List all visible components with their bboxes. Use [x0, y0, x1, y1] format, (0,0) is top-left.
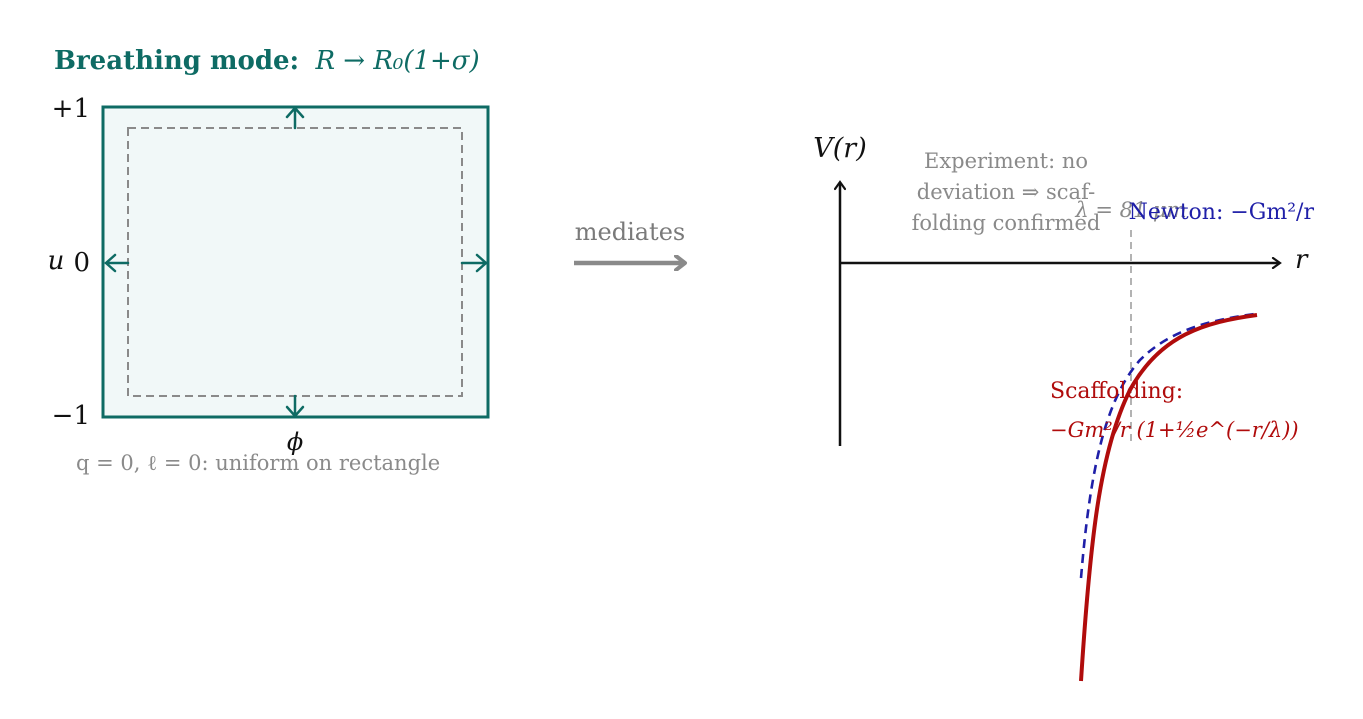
v-axis-label: V(r) — [813, 133, 866, 164]
arrow-left-icon — [104, 253, 130, 273]
phi-axis-label: ϕ — [287, 428, 303, 456]
left-panel-caption: q = 0, ℓ = 0: uniform on rectangle — [76, 451, 440, 475]
arrow-down-icon — [285, 394, 305, 418]
u-axis-label: u — [48, 246, 65, 276]
scaffolding-label: Scaffolding: — [1050, 379, 1183, 404]
mediates-label: mediates — [575, 218, 685, 246]
breathing-arrows — [104, 106, 488, 418]
arrow-right-icon — [460, 253, 488, 273]
arrow-up-icon — [285, 106, 305, 130]
r-axis-label: r — [1295, 245, 1309, 275]
experiment-note-line-3: folding confirmed — [912, 211, 1101, 235]
experiment-note-line-1: Experiment: no — [924, 149, 1088, 173]
newton-label: Newton: −Gm²/r — [1129, 200, 1315, 225]
y-tick-zero: 0 — [73, 248, 90, 278]
lambda-label: λ = 81 μm — [1074, 198, 1186, 222]
left-panel-title: Breathing mode: R → R₀(1+σ) — [54, 46, 480, 76]
y-tick-minus-one: −1 — [52, 401, 90, 431]
experiment-note-line-2: deviation ⇒ scaf- — [917, 180, 1095, 204]
experiment-note: Experiment: no deviation ⇒ scaf- folding… — [912, 149, 1101, 235]
y-tick-plus-one: +1 — [52, 94, 90, 124]
breathing-rectangle — [101, 105, 490, 419]
scaffolding-formula: −Gm²/r (1+½e^(−r/λ)) — [1050, 418, 1299, 442]
scaffolding-curve — [1079, 313, 1258, 682]
newton-curve — [1079, 312, 1256, 579]
